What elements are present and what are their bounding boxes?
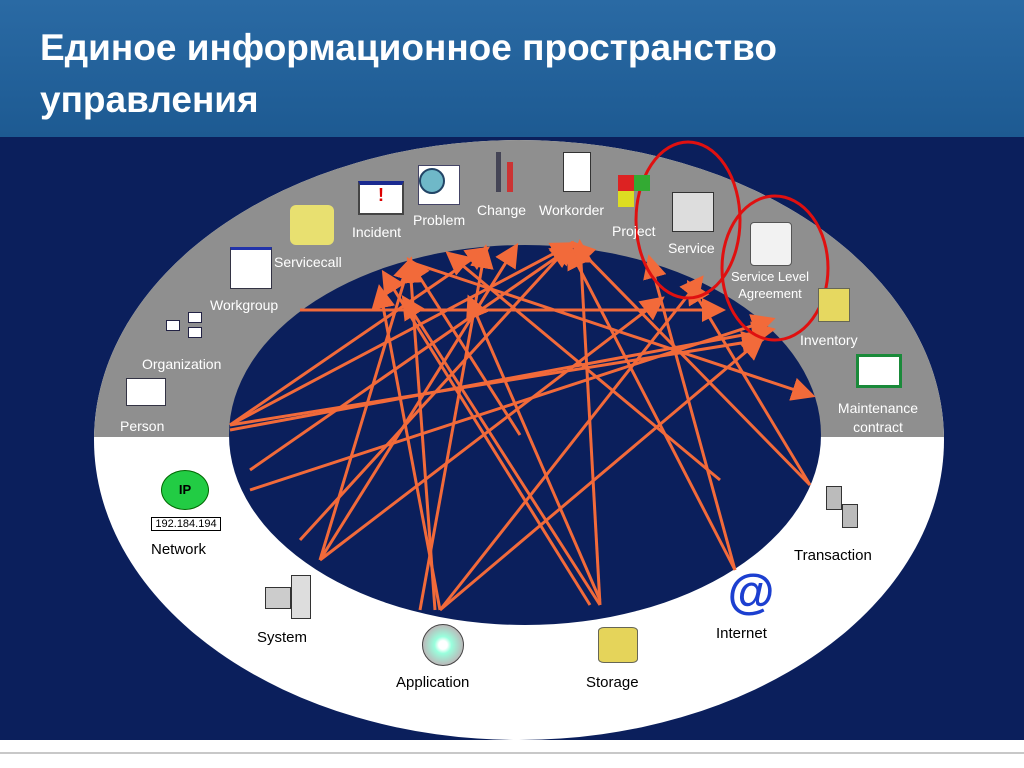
- transaction-icon: [826, 486, 860, 530]
- service-icon: [672, 192, 714, 232]
- label-project: Project: [612, 223, 656, 239]
- relation-arrow: [401, 294, 602, 606]
- divider: [0, 752, 1024, 754]
- workgroup-icon: [230, 247, 272, 289]
- label-servicecall: Servicecall: [274, 254, 342, 270]
- label-incident: Incident: [352, 224, 402, 240]
- label-application: Application: [396, 674, 470, 691]
- problem-icon: [418, 165, 460, 205]
- label-person: Person: [120, 418, 165, 434]
- relation-arrow: [445, 251, 721, 482]
- organization-icon: [166, 312, 206, 338]
- label-storage: Storage: [586, 674, 639, 691]
- label-transaction: Transaction: [794, 547, 872, 564]
- highlight-sla: [720, 194, 830, 342]
- relation-arrow: [567, 244, 737, 571]
- sla-scroll-icon: [750, 222, 792, 266]
- incident-icon: !: [358, 181, 404, 215]
- slide-header: Единое информационное пространство управ…: [0, 0, 1024, 137]
- slide-title: Единое информационное пространство управ…: [40, 27, 777, 120]
- relation-arrow: [406, 256, 522, 436]
- network-icon: IP: [155, 470, 213, 510]
- label-system: System: [257, 629, 308, 646]
- internet-at-icon: @: [727, 566, 775, 619]
- label-sla: Service Level Agreement: [730, 269, 810, 301]
- servicecall-icon: [290, 205, 334, 245]
- network-address: 192.184.194: [151, 517, 221, 531]
- relation-arrow: [438, 275, 704, 611]
- relation-arrow: [319, 296, 665, 562]
- system-icon: [265, 575, 311, 619]
- relation-arrow: [466, 294, 602, 601]
- network-ip-badge: IP: [161, 470, 209, 510]
- workorder-icon: [563, 152, 591, 192]
- inventory-icon: [818, 288, 850, 322]
- label-maintenance-contract: Maintenance contract: [837, 400, 919, 435]
- relation-arrows: [229, 239, 816, 612]
- relation-arrow: [229, 321, 776, 432]
- project-icon: [618, 175, 654, 215]
- label-service: Service: [668, 240, 715, 256]
- storage-icon: [598, 627, 638, 663]
- relation-arrow: [229, 242, 576, 427]
- label-change: Change: [477, 202, 527, 218]
- relation-arrow: [439, 336, 765, 612]
- relation-arrow: [570, 240, 812, 487]
- relation-arrow: [371, 284, 442, 611]
- relation-arrow: [298, 240, 575, 542]
- change-icon: [492, 152, 518, 192]
- label-workorder: Workorder: [539, 202, 605, 218]
- relation-arrow: [249, 314, 776, 492]
- relation-arrow: [381, 269, 592, 606]
- label-network: Network: [151, 541, 207, 558]
- relation-arrow: [229, 246, 490, 427]
- relation-arrow: [686, 279, 812, 486]
- maintenance-contract-icon: [856, 354, 902, 388]
- label-problem: Problem: [413, 212, 466, 228]
- label-organization: Organization: [142, 356, 222, 372]
- relation-arrow: [249, 244, 575, 472]
- label-inventory: Inventory: [800, 332, 858, 348]
- highlight-service: [634, 140, 742, 300]
- person-icon: [126, 378, 166, 406]
- relation-arrow: [569, 239, 602, 606]
- label-workgroup: Workgroup: [210, 297, 279, 313]
- label-internet: Internet: [716, 625, 767, 642]
- relation-arrow: [229, 331, 766, 427]
- application-cd-icon: [422, 624, 464, 666]
- relation-arrow: [318, 256, 417, 561]
